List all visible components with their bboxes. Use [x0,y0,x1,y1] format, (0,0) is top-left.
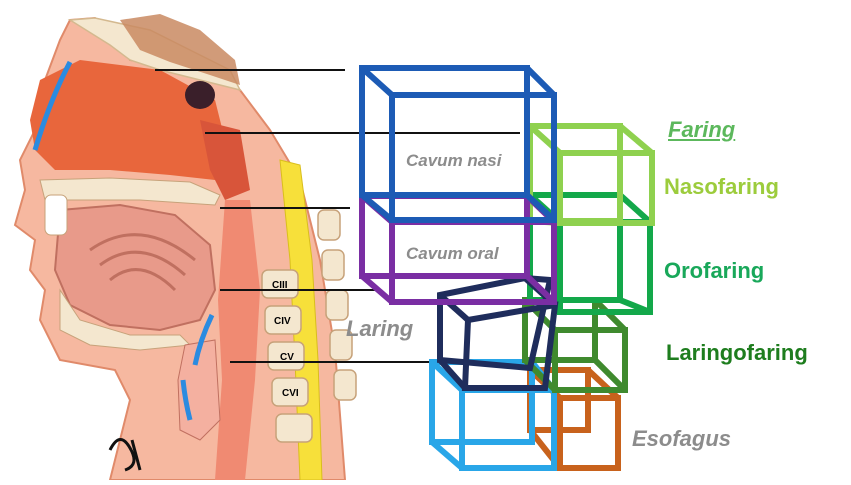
cavum-nasi-box [362,68,554,220]
laringofaring-label: Laringofaring [666,340,808,366]
box-face [362,196,527,276]
vertebra-body [276,414,312,442]
box-edge [432,442,462,468]
box-edge [362,68,392,95]
vertebra-label-cv: CV [280,352,294,363]
box-edge [595,360,625,390]
cavum-nasi-label: Cavum nasi [406,151,501,171]
vertebra-process [326,290,348,320]
vertebra-label-cvi: CVI [282,388,299,399]
box-edge [620,126,652,153]
box-edge [440,295,468,320]
vertebra-label-civ: CIV [274,316,291,327]
vertebra-process [334,370,356,400]
sphenoid-sinus [185,81,215,109]
vertebra-process [322,250,344,280]
laring-label: Laring [346,316,413,342]
teeth [45,195,67,235]
esofagus-label: Esofagus [632,426,731,452]
nasofaring-label: Nasofaring [664,174,779,200]
box-edge [527,68,554,95]
cavum-oral-label: Cavum oral [406,244,499,264]
head-illustration [15,14,356,480]
box-edge [588,370,618,398]
faring-label: Faring [668,117,735,143]
box-edge [620,195,650,222]
orofaring-label: Orofaring [664,258,764,284]
box-face [440,278,550,368]
vertebra-label-ciii: CIII [272,280,288,291]
vertebra-process [318,210,340,240]
